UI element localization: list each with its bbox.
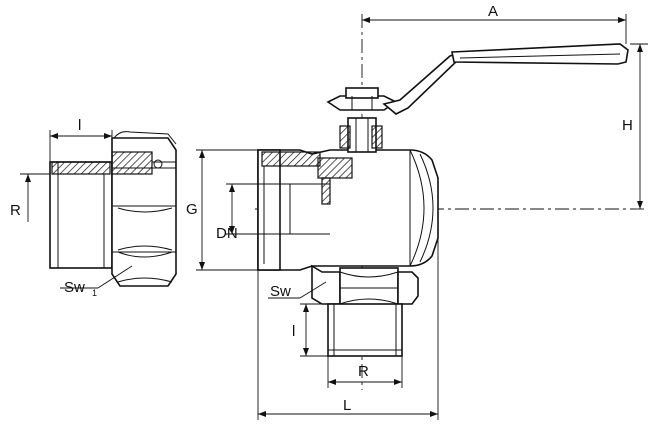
- dimension-h: H: [622, 43, 648, 209]
- stem-and-handle: [326, 43, 629, 153]
- valve-body: [257, 149, 439, 271]
- dimension-r-bottom: R: [327, 356, 403, 388]
- label-dn: DN: [216, 225, 238, 242]
- label-h: H: [622, 117, 633, 134]
- label-sw: Sw: [270, 283, 291, 300]
- label-a: A: [488, 3, 498, 20]
- dimension-l-bottom: l: [292, 303, 328, 357]
- label-l-left: l: [78, 117, 81, 134]
- dimension-a: A: [362, 3, 627, 44]
- dimension-dn: DN: [216, 183, 280, 242]
- label-l-overall: L: [343, 397, 351, 414]
- dimension-g: G: [186, 149, 258, 271]
- label-l-bottom: l: [292, 323, 295, 340]
- callout-sw1: Sw 1: [60, 265, 133, 298]
- callout-sw: Sw: [268, 281, 327, 300]
- dimension-l-left: l: [49, 117, 113, 162]
- union-coupling: [49, 131, 177, 287]
- label-sw1-subscript: 1: [92, 288, 97, 298]
- label-r-bottom: R: [358, 363, 369, 380]
- dimension-l-overall: L: [257, 238, 439, 420]
- bottom-outlet: [311, 264, 419, 357]
- label-g: G: [186, 201, 198, 218]
- label-sw1: Sw: [64, 279, 85, 296]
- dimension-r-left: R: [10, 173, 50, 222]
- label-r-left: R: [10, 202, 21, 219]
